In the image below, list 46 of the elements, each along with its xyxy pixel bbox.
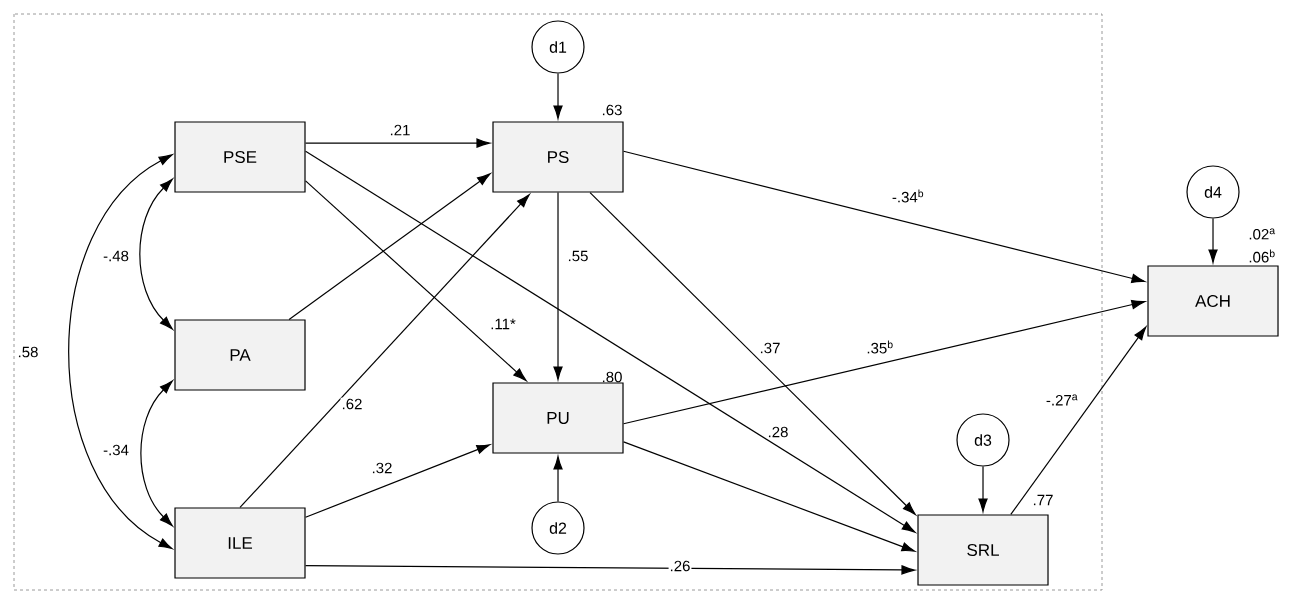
arrow (1208, 218, 1218, 264)
fit-value: .77 (1033, 494, 1053, 506)
arrow (623, 300, 1146, 425)
double-headed-arrow (139, 178, 173, 330)
arrow (623, 441, 916, 552)
variable-box: PA (174, 319, 306, 391)
fit-value: .02$^{a}$ (1249, 228, 1276, 240)
edge-label: .37 (758, 341, 782, 355)
arrow (553, 73, 563, 120)
arrow (623, 150, 1146, 283)
edge-label: .62 (340, 397, 364, 411)
edge-label: .11* (489, 317, 517, 331)
edge-label: .26 (668, 559, 692, 573)
edge-label: .55 (566, 249, 590, 263)
arrow (1010, 326, 1147, 515)
edge-label: -.27$^{a}$ (1044, 393, 1080, 407)
edge-label: .32 (370, 461, 394, 475)
arrow (305, 565, 916, 575)
variable-box: PS (492, 121, 624, 193)
arrow (589, 192, 916, 516)
variable-box: PU (492, 382, 624, 454)
double-headed-arrow (68, 154, 173, 550)
arrow (288, 173, 491, 320)
arrow (305, 180, 527, 382)
fit-value: .80 (602, 371, 622, 383)
arrow (305, 444, 491, 518)
arrow (239, 194, 530, 508)
arrow (553, 192, 563, 381)
variable-box: ACH (1147, 265, 1279, 337)
edge-label: .58 (16, 345, 40, 359)
double-headed-arrow (140, 380, 173, 527)
edge-label: .28 (766, 425, 790, 439)
edge-label: -.34$^{b}$ (890, 188, 926, 204)
arrow (978, 466, 988, 513)
fit-value: .63 (602, 104, 622, 116)
edge-label: -.34 (102, 443, 130, 457)
edge-label: -.48 (102, 249, 130, 263)
variable-box: ILE (174, 507, 306, 579)
arrow (305, 138, 491, 148)
edge-label: .35$^{b}$ (865, 339, 895, 355)
arrow (553, 455, 563, 502)
fit-value: .06$^{b}$ (1249, 249, 1275, 263)
variable-box: PSE (174, 121, 306, 193)
edge-label: .21 (388, 123, 412, 137)
variable-box: SRL (917, 514, 1049, 586)
arrow (305, 150, 916, 533)
